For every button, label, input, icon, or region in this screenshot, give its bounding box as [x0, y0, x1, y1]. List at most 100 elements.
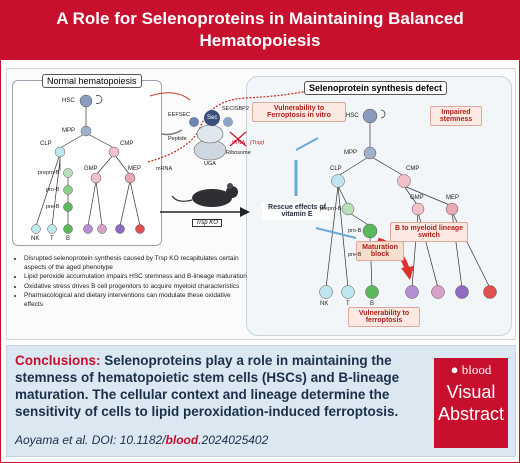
- eefsec-label: EEFSEC: [168, 112, 191, 118]
- normal-hematopoiesis-title: Normal hematopoiesis: [42, 74, 142, 88]
- defect-neutrophil-cell: [405, 285, 419, 299]
- normal-pre-b-cell: [63, 202, 73, 212]
- badge-visual: Visual: [446, 382, 496, 402]
- badge-blood-text: blood: [461, 362, 492, 377]
- normal-nk-label: NK: [31, 236, 40, 242]
- callout-maturation-block: Maturation block: [356, 241, 404, 261]
- defect-t-label: T: [346, 301, 350, 307]
- normal-b-cell: [63, 224, 73, 234]
- defect-erythrocyte-cell: [483, 285, 497, 299]
- findings-list: Disrupted selenoprotein synthesis caused…: [14, 255, 249, 311]
- normal-pro-b-cell: [63, 185, 73, 195]
- finding-item: Pharmacological and dietary intervention…: [24, 292, 249, 309]
- conclusion-lead: Conclusions:: [15, 353, 101, 368]
- defect-mpp-label: MPP: [344, 150, 358, 156]
- defect-prepro-b-label: prepro-B: [320, 206, 342, 212]
- callout-vulnerability-invitro: Vulnerability to Ferroptosis in vitro: [252, 102, 346, 122]
- defect-t-cell: [341, 285, 355, 299]
- defect-gmp-cell: [411, 202, 425, 216]
- trsp-ko-label: Trsp KO: [192, 219, 222, 227]
- mrna-strand: [147, 87, 321, 163]
- normal-mep-label: MEP: [128, 166, 142, 172]
- normal-mpp-label: MPP: [62, 128, 76, 134]
- peptide-chain: [161, 129, 183, 136]
- self-renewal-arrow-icon: [95, 95, 103, 104]
- sec-protein-icon: [204, 110, 220, 126]
- normal-prepro-b-cell: [63, 168, 73, 178]
- finding-item: Lipid peroxide accumulation impairs HSC …: [24, 273, 249, 282]
- defect-b-label: B: [370, 301, 375, 307]
- trsp-label: (Trsp): [250, 140, 265, 146]
- blood-drop-icon: ●: [450, 362, 459, 377]
- defect-pre-b-label: pre-B: [348, 252, 362, 258]
- defect-nk-label: NK: [320, 301, 329, 307]
- normal-hsc-label: HSC: [62, 98, 75, 104]
- normal-prepro-b-label: prepro-B: [38, 170, 60, 176]
- normal-megakaryocyte-cell: [115, 224, 125, 234]
- normal-cmp-label: CMP: [120, 141, 134, 147]
- defect-megakaryocyte-cell: [455, 285, 469, 299]
- mouse-icon: [171, 183, 238, 207]
- normal-nk-cell: [31, 224, 41, 234]
- normal-t-label: T: [50, 236, 54, 242]
- defect-mep-label: MEP: [446, 195, 460, 201]
- defect-mep-cell: [445, 202, 459, 216]
- peptide-label: Peptide: [168, 136, 187, 142]
- title-bar: A Role for Selenoproteins in Maintaining…: [0, 0, 520, 60]
- defect-self-renewal-arrow-icon: [380, 109, 386, 119]
- defect-prepro-b-cell: [341, 202, 355, 216]
- citation-suffix: .2024025402: [198, 433, 269, 447]
- citation-journal: blood: [165, 433, 199, 447]
- normal-erythrocyte-cell: [135, 224, 145, 234]
- conclusion-text: Conclusions: Selenoproteins play a role …: [15, 352, 425, 420]
- normal-hsc-cell: [79, 94, 93, 108]
- defect-title: Selenoprotein synthesis defect: [304, 81, 448, 95]
- normal-gmp-label: GMP: [84, 166, 98, 172]
- normal-mep-cell: [124, 172, 136, 184]
- defect-b-cell: [365, 285, 379, 299]
- badge-blood: ● blood: [434, 362, 508, 378]
- defect-clp-label: CLP: [330, 166, 342, 172]
- eefsec-protein-icon: [189, 117, 199, 127]
- secisbp2-protein-icon: [223, 117, 233, 127]
- uga-label: UGA: [204, 161, 216, 167]
- trna-knockout-x-line-2: [229, 131, 247, 147]
- citation: Aoyama et al. DOI: 10.1182/blood.2024025…: [15, 433, 268, 447]
- sec-label: Sec: [207, 115, 218, 121]
- badge-abstract: Abstract: [437, 404, 505, 424]
- normal-monocyte-cell: [97, 224, 107, 234]
- defect-hsc-label: HSC: [346, 113, 359, 119]
- mrna-cap: [149, 92, 191, 101]
- normal-cmp-cell: [108, 146, 120, 158]
- normal-neutrophil-cell: [83, 224, 93, 234]
- mrna-label: mRNA: [156, 166, 173, 172]
- secisbp2-label: SECISBP2: [222, 106, 249, 112]
- conclusion-body: Selenoproteins play a role in maintainin…: [15, 353, 400, 419]
- defect-monocyte-cell: [431, 285, 445, 299]
- callout-impaired-stemness: Impaired stemness: [430, 106, 482, 126]
- defect-clp-cell: [331, 174, 345, 188]
- defect-nk-cell: [319, 285, 333, 299]
- defect-gmp-label: GMP: [410, 195, 424, 201]
- finding-item: Oxidative stress drives B cell progenito…: [24, 283, 249, 292]
- trna-label: tRNA: [232, 140, 246, 146]
- normal-cells: [31, 94, 145, 234]
- normal-t-cell: [47, 224, 57, 234]
- trsp-ko-arrow-head: [240, 207, 250, 217]
- defect-mpp-cell: [363, 146, 377, 160]
- ribosome-icon: [193, 124, 227, 161]
- defect-cmp-label: CMP: [406, 166, 420, 172]
- callout-vulnerability-ferroptosis: Vulnerability to ferroptosis: [348, 307, 420, 327]
- citation-prefix: Aoyama et al. DOI: 10.1182/: [15, 433, 166, 447]
- defect-pro-b-cell: [362, 223, 378, 239]
- rescue-arrow-line-3: [315, 227, 357, 239]
- normal-b-label: B: [66, 236, 71, 242]
- defect-pro-b-label: pro-B: [348, 228, 362, 234]
- normal-mpp-cell: [80, 125, 92, 137]
- conclusion-box: Conclusions: Selenoproteins play a role …: [6, 345, 516, 457]
- callout-b-to-myeloid: B to myeloid lineage switch: [390, 222, 468, 242]
- finding-item: Disrupted selenoprotein synthesis caused…: [24, 255, 249, 272]
- normal-pre-b-label: pre-B: [46, 204, 60, 210]
- visual-abstract-badge: ● blood Visual Abstract: [434, 358, 508, 448]
